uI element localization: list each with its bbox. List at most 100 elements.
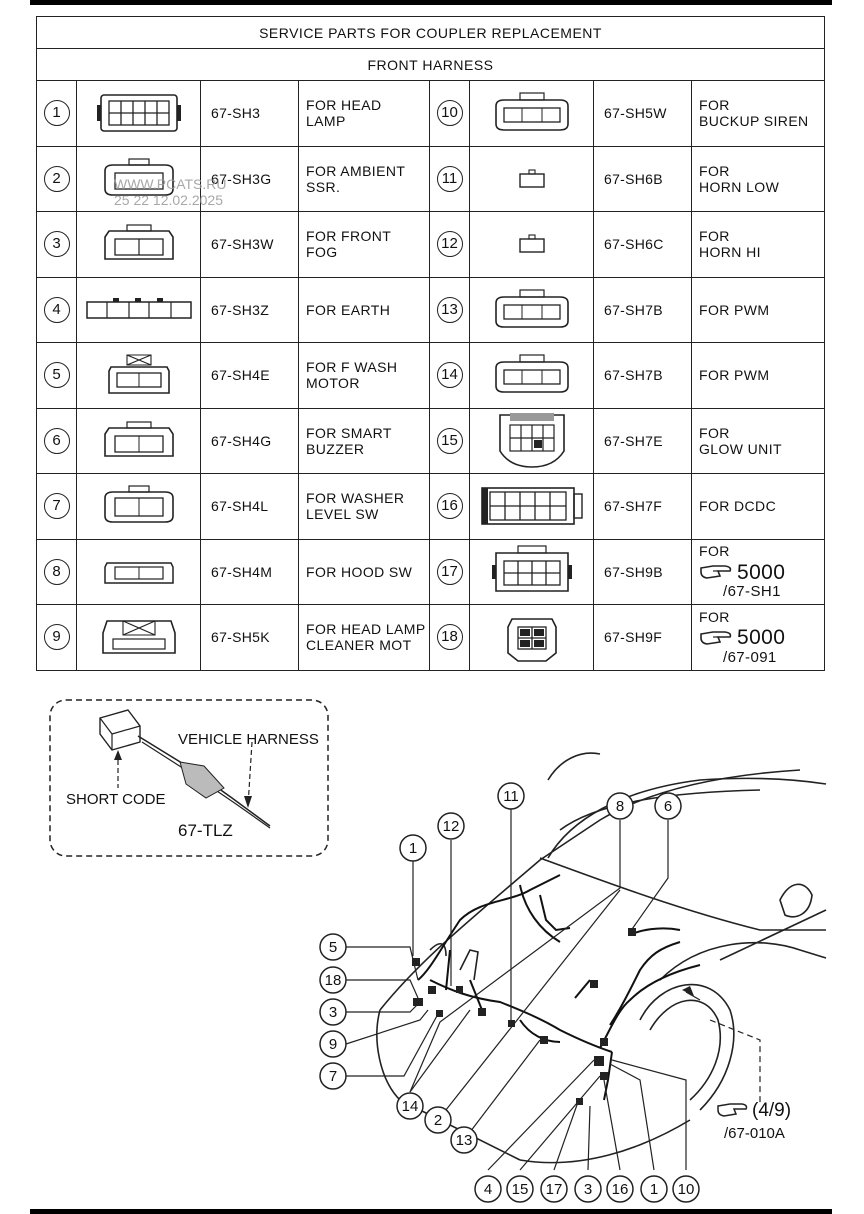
table-row: 5 67-SH4E FOR F WASH MOTOR 14 67-SH7B FO… bbox=[36, 342, 826, 409]
connector-15-icon bbox=[469, 407, 594, 474]
item-number-3: 3 bbox=[43, 231, 70, 258]
item-number-10: 10 bbox=[436, 100, 463, 127]
part-code-4: 67-SH3Z bbox=[200, 276, 299, 343]
desc-line1-11: FOR bbox=[699, 162, 730, 179]
callout-number-13: 13 bbox=[456, 1132, 473, 1149]
part-code-11: 67-SH6B bbox=[593, 145, 692, 212]
callout-circle-6 bbox=[654, 792, 682, 820]
table-row: 9 67-SH5K FOR HEAD LAMP CLEANER MOT 18 6… bbox=[36, 604, 826, 671]
table-row: 1 67-SH3 FOR HEAD LAMP 10 67-SH5W FOR BU… bbox=[36, 80, 826, 147]
part-desc-4: FOR EARTH bbox=[298, 276, 430, 343]
part-code-9: 67-SH5K bbox=[200, 604, 299, 671]
part-desc-8: FOR HOOD SW bbox=[298, 538, 430, 605]
short-code-connector-icon bbox=[99, 709, 271, 829]
desc-line1-6: FOR SMART bbox=[306, 424, 392, 441]
part-desc-9: FOR HEAD LAMP CLEANER MOT bbox=[298, 604, 430, 671]
callout-circle-1 bbox=[640, 1175, 668, 1203]
part-desc-12: FOR HORN HI bbox=[690, 211, 826, 278]
item-number-4: 4 bbox=[43, 296, 70, 323]
service-parts-table: SERVICE PARTS FOR COUPLER REPLACEMENT FR… bbox=[35, 16, 826, 671]
callout-circle-15 bbox=[506, 1175, 534, 1203]
callout-circle-2 bbox=[424, 1106, 452, 1134]
part-desc-17: FOR 5000 /67-SH1 bbox=[690, 538, 826, 605]
connector-blobs bbox=[412, 928, 636, 1105]
desc-line2-3: FOG bbox=[306, 244, 338, 261]
desc-line2-10: BUCKUP SIREN bbox=[699, 113, 809, 130]
part-code-10: 67-SH5W bbox=[593, 80, 692, 147]
car-body-outline bbox=[376, 752, 827, 1164]
short-code-part-number: 67-TLZ bbox=[178, 821, 233, 840]
connector-9-icon bbox=[76, 604, 201, 671]
part-code-16: 67-SH7F bbox=[593, 473, 692, 540]
part-desc-1: FOR HEAD LAMP bbox=[298, 80, 430, 147]
part-desc-11: FOR HORN LOW bbox=[690, 145, 826, 212]
desc-line2-6: BUZZER bbox=[306, 440, 365, 457]
connector-6-icon bbox=[76, 407, 201, 474]
ref-number-17: 5000 bbox=[737, 560, 786, 584]
callout-circle-12 bbox=[437, 812, 465, 840]
item-number-15: 15 bbox=[436, 427, 463, 454]
item-number-9: 9 bbox=[43, 624, 70, 651]
item-number-16: 16 bbox=[436, 493, 463, 520]
callout-circle-9 bbox=[319, 1030, 347, 1058]
connector-1-icon bbox=[76, 80, 201, 147]
item-number-12: 12 bbox=[436, 231, 463, 258]
ref-sub-18: /67-091 bbox=[723, 648, 777, 666]
part-desc-10: FOR BUCKUP SIREN bbox=[690, 80, 826, 147]
connector-18-icon bbox=[469, 604, 594, 671]
part-code-7: 67-SH4L bbox=[200, 473, 299, 540]
part-desc-15: FOR GLOW UNIT bbox=[690, 407, 826, 474]
desc-line1-9: FOR HEAD LAMP bbox=[306, 621, 426, 638]
callout-number-17: 17 bbox=[546, 1181, 563, 1198]
desc-line1-7: FOR WASHER bbox=[306, 490, 405, 507]
table-row: 4 67-SH3Z FOR EARTH 13 67-SH7B FOR PWM bbox=[36, 276, 826, 343]
reference-mark: (4/9) /67-010A bbox=[717, 1100, 791, 1142]
desc-line1-8: FOR HOOD SW bbox=[306, 563, 413, 580]
desc-line2-11: HORN LOW bbox=[699, 178, 780, 195]
desc-line2-7: LEVEL SW bbox=[306, 506, 379, 523]
connector-8-icon bbox=[76, 538, 201, 605]
connector-12-icon bbox=[469, 211, 594, 278]
desc-line2-2: SSR. bbox=[306, 178, 341, 195]
callout-number-1: 1 bbox=[650, 1181, 658, 1198]
item-number-2: 2 bbox=[43, 165, 70, 192]
item-number-18: 18 bbox=[436, 624, 463, 651]
harness-diagram: VEHICLE HARNESS SHORT CODE 67-TLZ bbox=[49, 699, 827, 1203]
callout-circle-8 bbox=[606, 792, 634, 820]
ref-page-sub: /67-010A bbox=[724, 1125, 785, 1142]
desc-line2-9: CLEANER MOT bbox=[306, 637, 412, 654]
item-number-17: 17 bbox=[436, 558, 463, 585]
connector-14-icon bbox=[469, 342, 594, 409]
top-rule bbox=[30, 0, 832, 5]
connector-13-icon bbox=[469, 276, 594, 343]
pointing-hand-icon bbox=[699, 561, 733, 584]
part-desc-2: FOR AMBIENT SSR. bbox=[298, 145, 430, 212]
connector-11-icon bbox=[469, 145, 594, 212]
part-code-6: 67-SH4G bbox=[200, 407, 299, 474]
item-number-5: 5 bbox=[43, 362, 70, 389]
part-code-17: 67-SH9B bbox=[593, 538, 692, 605]
part-code-5: 67-SH4E bbox=[200, 342, 299, 409]
callout-number-16: 16 bbox=[612, 1181, 629, 1198]
part-desc-13: FOR PWM bbox=[690, 276, 826, 343]
item-number-13: 13 bbox=[436, 296, 463, 323]
table-subtitle: FRONT HARNESS bbox=[35, 48, 826, 81]
item-number-1: 1 bbox=[43, 100, 70, 127]
desc-line2-1: LAMP bbox=[306, 113, 346, 130]
item-number-6: 6 bbox=[43, 427, 70, 454]
desc-line2-12: HORN HI bbox=[699, 244, 761, 261]
desc-line1-1: FOR HEAD bbox=[306, 97, 382, 114]
bottom-rule bbox=[30, 1209, 832, 1214]
ref-number-18: 5000 bbox=[737, 626, 786, 650]
callout-circle-3 bbox=[574, 1175, 602, 1203]
item-number-11: 11 bbox=[436, 165, 463, 192]
desc-line1-13: FOR PWM bbox=[699, 301, 770, 318]
callout-circle-16 bbox=[606, 1175, 634, 1203]
table-row: 3 67-SH3W FOR FRONT FOG 12 67-SH6C FOR H… bbox=[36, 211, 826, 278]
desc-line1-5: FOR F WASH bbox=[306, 359, 398, 376]
part-desc-5: FOR F WASH MOTOR bbox=[298, 342, 430, 409]
callout-number-9: 9 bbox=[329, 1036, 337, 1053]
callout-number-11: 11 bbox=[503, 788, 519, 805]
ref-arrow-icon bbox=[682, 986, 694, 996]
